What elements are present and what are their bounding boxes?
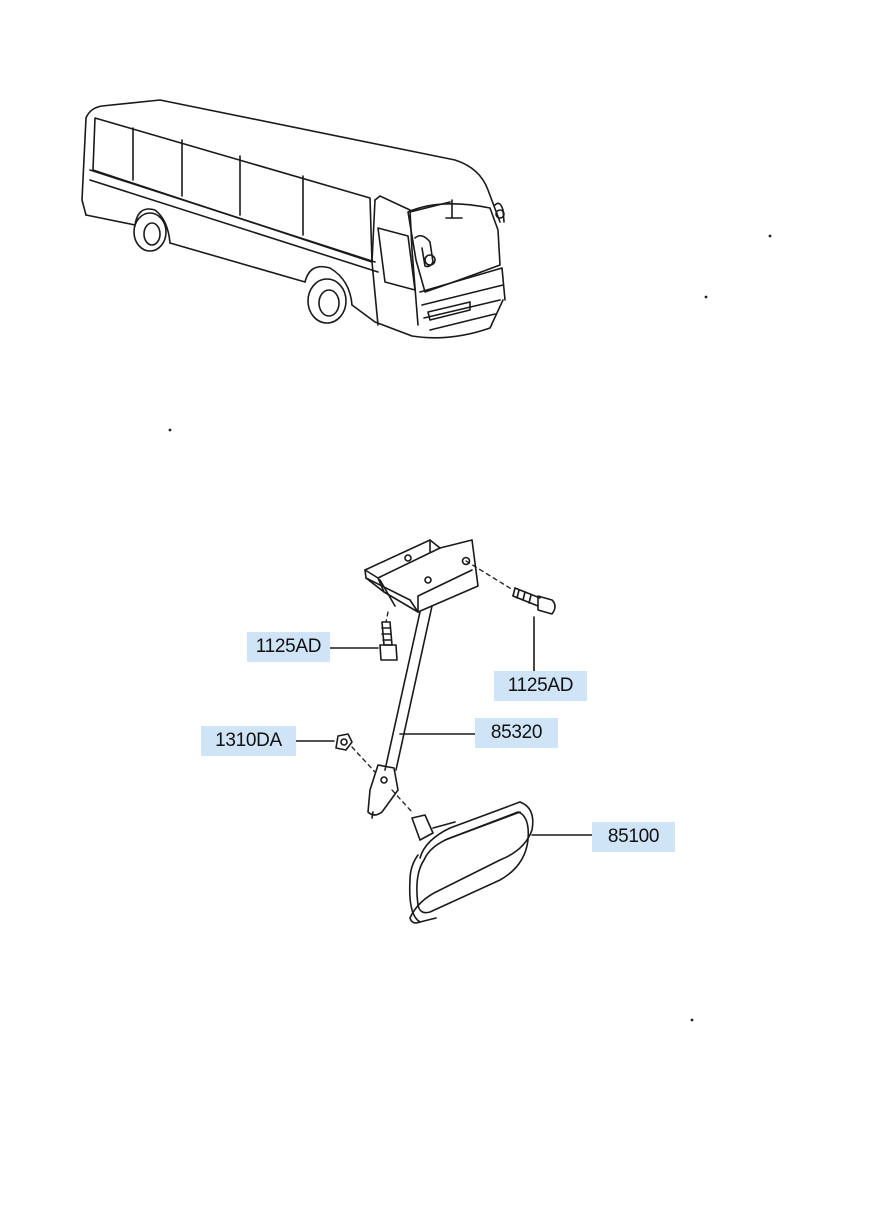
label-bolt-right[interactable]: 1125AD bbox=[507, 675, 574, 696]
bolt-left bbox=[379, 621, 398, 661]
label-bolt-left[interactable]: 1125AD bbox=[255, 636, 322, 657]
mirror-assembly bbox=[408, 801, 534, 924]
bus-illustration bbox=[81, 99, 506, 339]
label-mirror[interactable]: 85100 bbox=[607, 826, 660, 847]
mirror-stay-arm bbox=[367, 605, 433, 819]
assembly-dashed-lines bbox=[351, 560, 514, 813]
nut bbox=[335, 733, 353, 751]
label-highlights bbox=[201, 632, 675, 852]
label-nut[interactable]: 1310DA bbox=[215, 730, 282, 751]
bolt-right bbox=[512, 587, 556, 615]
label-stay[interactable]: 85320 bbox=[490, 722, 543, 743]
mounting-bracket bbox=[364, 539, 479, 613]
